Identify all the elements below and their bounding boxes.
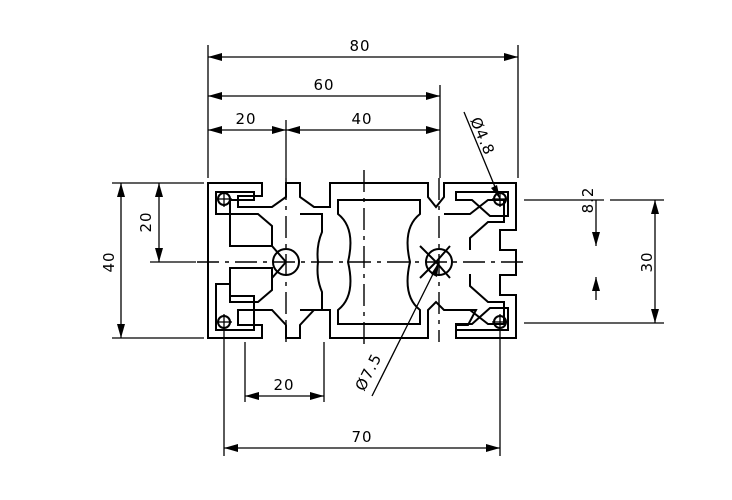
- dim-label-80: 80: [349, 37, 370, 55]
- dim-label-20-left: 20: [137, 211, 155, 232]
- dimension-40-left: 40: [100, 182, 204, 339]
- dimension-40-top: 40: [286, 110, 440, 134]
- dim-label-30: 30: [638, 251, 656, 272]
- dim-label-20-top: 20: [235, 110, 256, 128]
- dimension-20-top: 20: [208, 110, 287, 178]
- dim-label-40-left: 40: [100, 251, 118, 272]
- dimension-20-bottom: 20: [244, 342, 325, 402]
- dim-label-60: 60: [313, 76, 334, 94]
- dim-label-70: 70: [351, 428, 372, 446]
- profile-outline: [207, 182, 517, 339]
- dim-label-40-top: 40: [351, 110, 372, 128]
- dimension-60: 60: [208, 76, 441, 178]
- dimension-30: 30: [524, 199, 664, 324]
- dimension-80: 80: [207, 37, 519, 178]
- dim-label-core-hole: Ø7.5: [352, 350, 386, 394]
- dim-label-8-2: 8.2: [579, 187, 597, 214]
- center-lines: [197, 170, 528, 345]
- dim-label-corner-hole: Ø4.8: [466, 115, 498, 159]
- dimension-70: 70: [223, 330, 501, 456]
- dim-label-20-bottom: 20: [273, 376, 294, 394]
- leader-corner-hole: Ø4.8: [463, 111, 501, 200]
- dimension-8-2: 8.2: [524, 187, 604, 300]
- dimension-20-left: 20: [137, 183, 196, 263]
